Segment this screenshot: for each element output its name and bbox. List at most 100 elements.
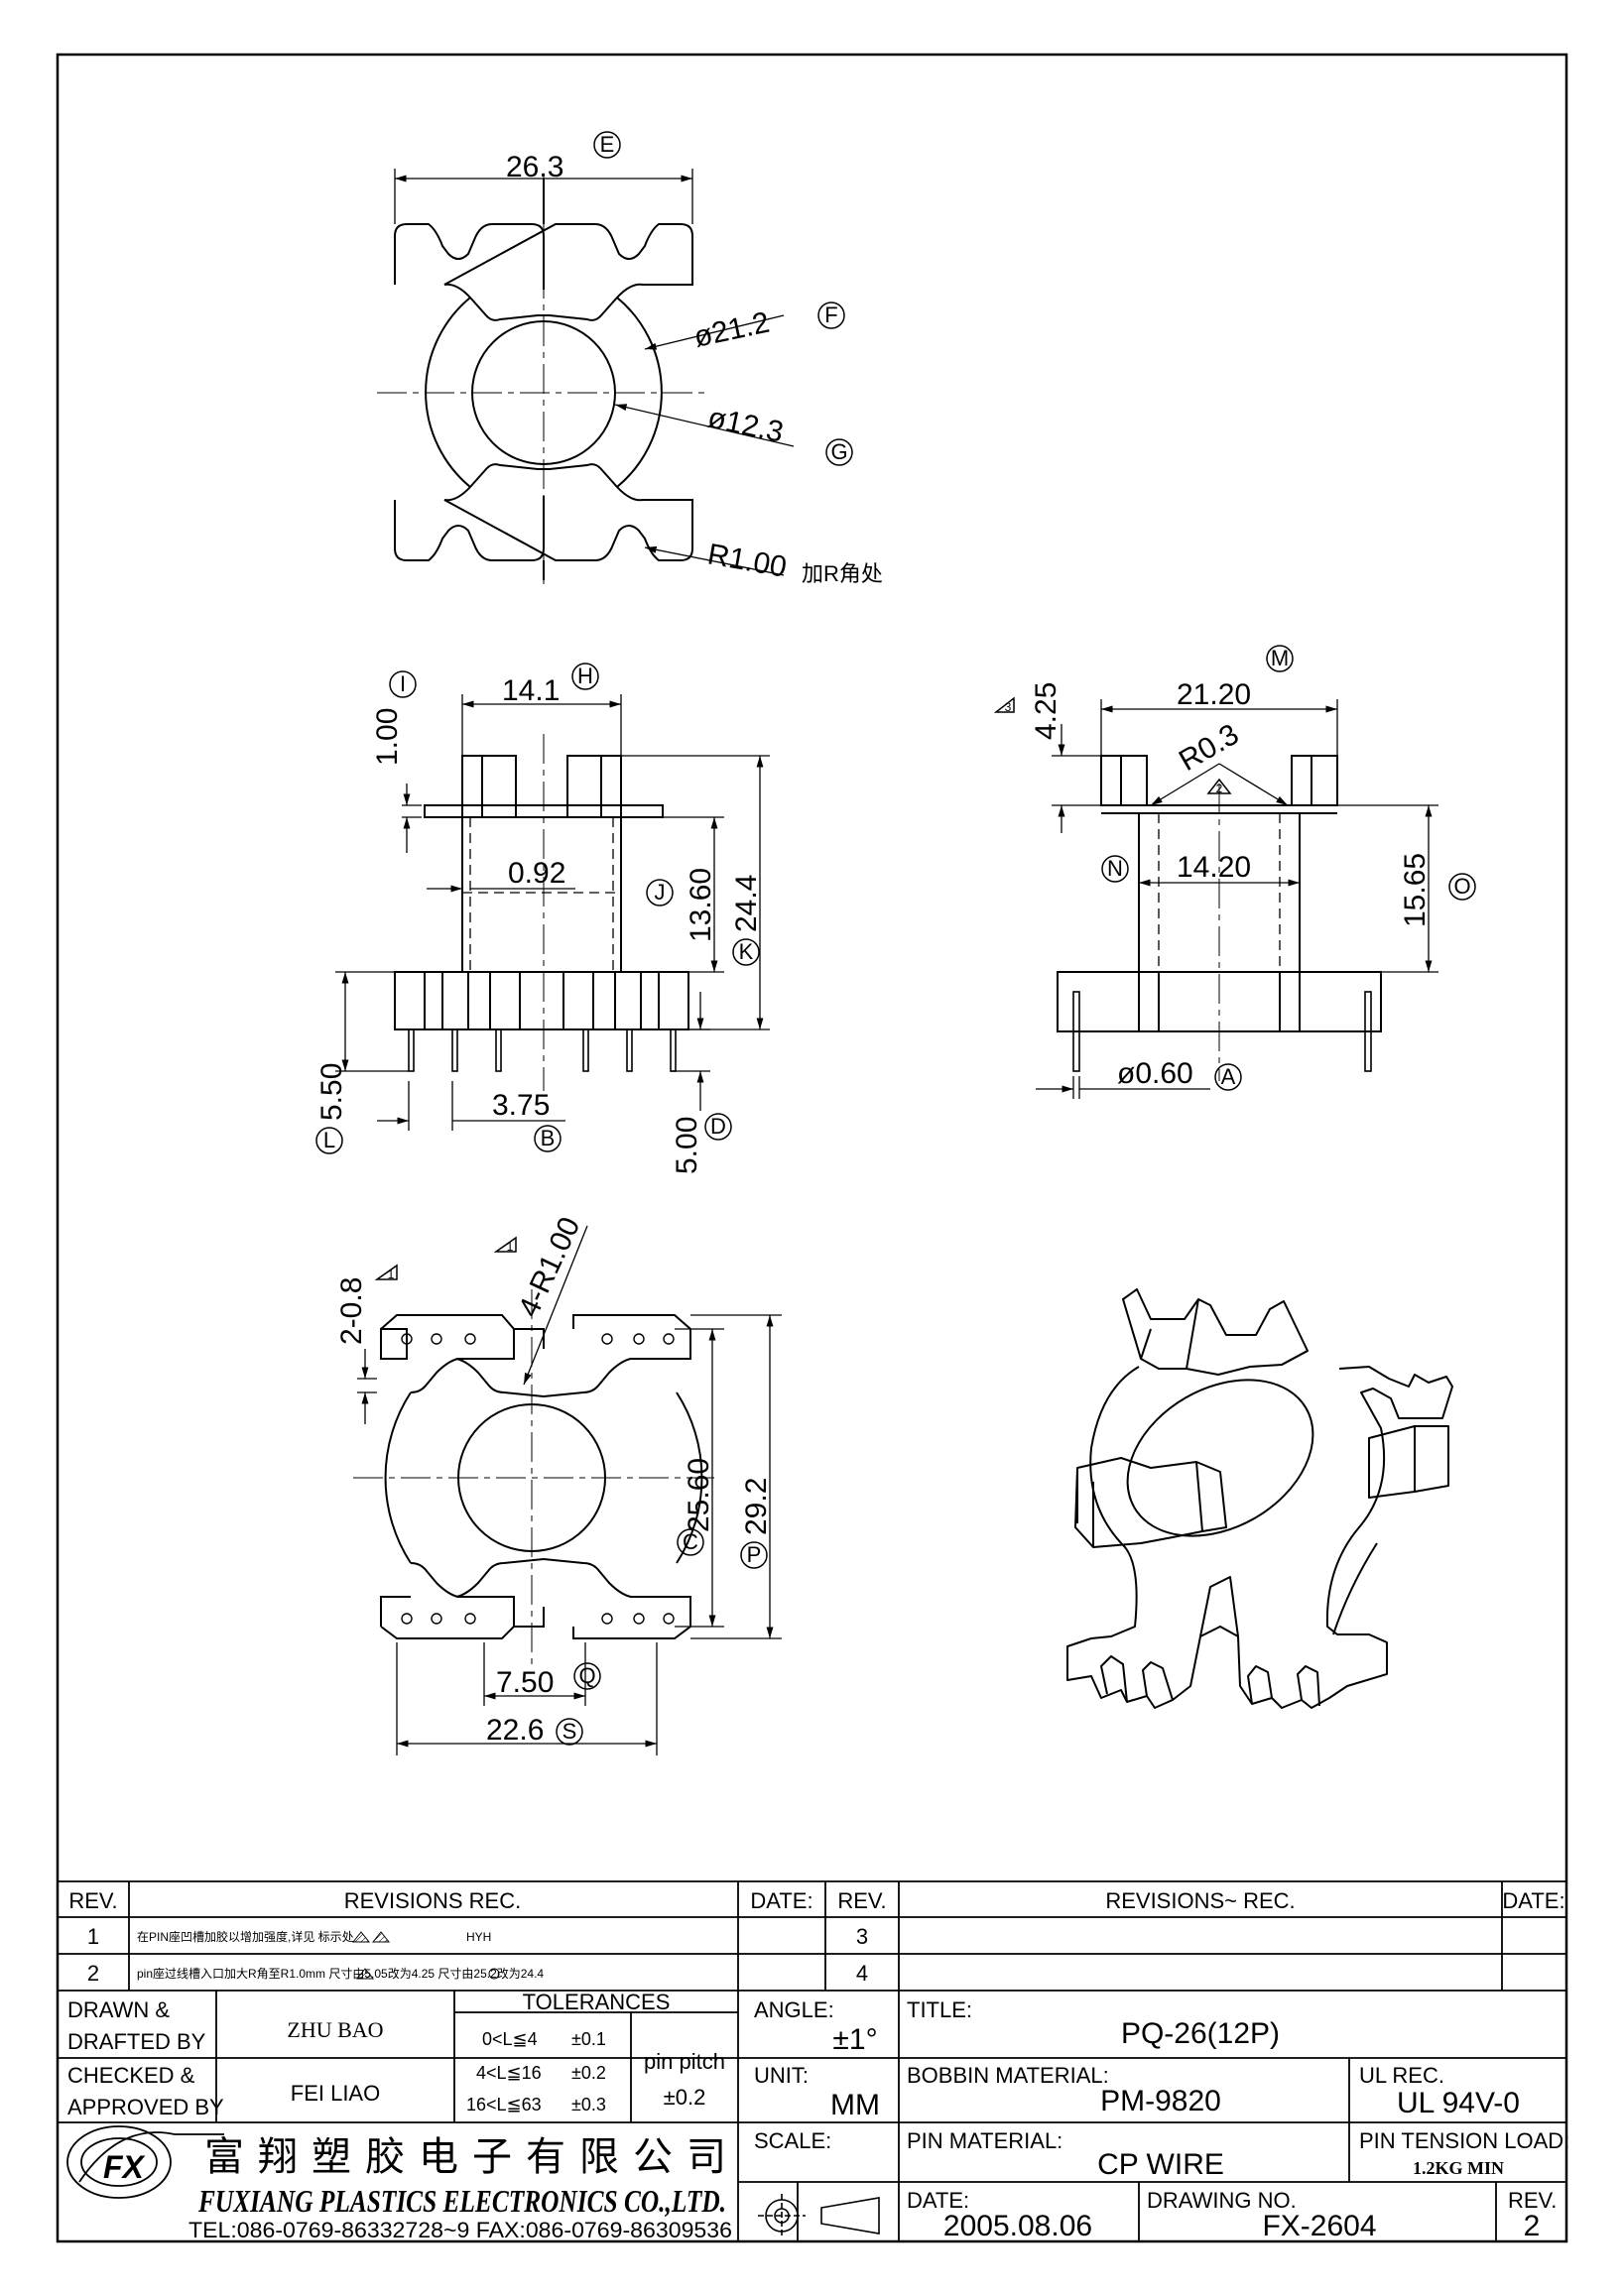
winding-h-dim: 13.60	[685, 868, 717, 942]
tol-value-2: ±0.2	[571, 2063, 606, 2083]
pin-pitch-tol: ±0.2	[664, 2085, 706, 2110]
ref-j-label: J	[655, 880, 666, 905]
outer-dia-dim: ø21.2	[691, 306, 773, 354]
rev-row-1-extra: HYH	[466, 1930, 491, 1944]
ref-n-label: N	[1107, 856, 1123, 881]
drawing-border	[56, 53, 1568, 2243]
bottom-view	[380, 1314, 703, 1639]
tol-value-1: ±0.1	[571, 2029, 606, 2049]
checked-by: FEI LIAO	[291, 2081, 380, 2106]
ref-l-label: L	[323, 1128, 335, 1152]
ref-i-label: I	[400, 671, 406, 696]
ref-d-label: D	[710, 1114, 726, 1139]
bottom-radius-dim: 4-R1.00	[512, 1212, 586, 1322]
ref-o-label: O	[1453, 874, 1470, 899]
bottom-rev-mark: 1	[388, 1268, 395, 1281]
top-radius-dim: R1.00	[705, 538, 790, 583]
unit-value: MM	[830, 2089, 880, 2121]
angle-value: ±1°	[832, 2023, 877, 2056]
side-rev-mark-flange: 3	[1005, 700, 1012, 714]
side-top-width-dim: 21.20	[1177, 678, 1251, 711]
ref-k-label: K	[739, 939, 754, 964]
top-view-dims	[394, 169, 795, 576]
logo-text: FX	[103, 2149, 146, 2185]
tol-range-2: 4<L≦16	[476, 2063, 542, 2083]
side-radius-dim: R0.3	[1174, 718, 1244, 778]
tol-range-1: 0<L≦4	[482, 2029, 538, 2049]
slot-dim: 2-0.8	[335, 1277, 368, 1345]
projection-symbol-icon	[758, 2194, 880, 2237]
ref-q-label: Q	[578, 1663, 595, 1688]
side-view-dims	[1036, 699, 1438, 1099]
flange-h-dim: 4.25	[1030, 682, 1062, 740]
wall-dim: 0.92	[508, 857, 565, 890]
pin-pitch-dim: 3.75	[492, 1089, 550, 1122]
outer-h-dim: 29.2	[740, 1478, 773, 1535]
unit-label: UNIT:	[754, 2063, 809, 2088]
drawn-by: ZHU BAO	[287, 2017, 383, 2042]
front-view-hidden	[462, 817, 621, 972]
ref-f-label: F	[824, 302, 837, 327]
bobbin-label: BOBBIN MATERIAL:	[907, 2063, 1109, 2088]
ref-c-label: C	[683, 1529, 698, 1554]
side-rev-mark: 2	[1216, 782, 1223, 795]
top-view-centerlines	[377, 174, 710, 585]
revisions-header: REVISIONS REC.	[344, 1888, 521, 1913]
rev-row-3-num: 3	[856, 1924, 868, 1949]
date-value: 2005.08.06	[943, 2210, 1092, 2242]
radius-note: 加R角处	[802, 561, 883, 586]
ref-h-label: H	[577, 664, 593, 688]
rev-row-1-text: 在PIN座凹槽加胶以增加强度,详见 标示处	[137, 1929, 354, 1944]
rev-row-2-num: 2	[87, 1961, 99, 1986]
bottom-view-dims	[357, 1225, 782, 1755]
ref-s-label: S	[562, 1719, 577, 1744]
revisions2-header: REVISIONS~ REC.	[1105, 1888, 1295, 1913]
title-value: PQ-26(12P)	[1121, 2017, 1280, 2050]
side-height-dim: 15.65	[1399, 853, 1432, 927]
drawing-no-value: FX-2604	[1262, 2210, 1376, 2242]
ref-a-label: A	[1221, 1064, 1236, 1089]
tension-value: 1.2KG MIN	[1413, 2158, 1504, 2178]
checked-label-2: APPROVED BY	[67, 2095, 224, 2119]
ref-m-label: M	[1271, 646, 1289, 670]
rev-header: REV.	[68, 1888, 117, 1913]
inner-width-dim: 14.20	[1177, 851, 1251, 884]
date-header: DATE:	[750, 1888, 812, 1913]
drawing-no-label: DRAWING NO.	[1147, 2188, 1297, 2213]
rev-row-4-num: 4	[856, 1961, 868, 1986]
pin-mat-label: PIN MATERIAL:	[907, 2128, 1062, 2153]
company-en: FUXIANG PLASTICS ELECTRONICS CO.,LTD.	[197, 2183, 726, 2219]
ul-label: UL REC.	[1359, 2063, 1444, 2088]
pin-pitch-label: pin pitch	[644, 2049, 725, 2074]
front-top-width-dim: 14.1	[502, 674, 560, 707]
date-label: DATE:	[907, 2188, 969, 2213]
height-dim: 24.4	[730, 875, 763, 932]
flange-thk-dim: 1.00	[371, 708, 404, 766]
inner-dia-dim: ø12.3	[705, 402, 787, 449]
date2-header: DATE:	[1502, 1888, 1564, 1913]
pin-mat-value: CP WIRE	[1097, 2148, 1224, 2181]
bobbin-value: PM-9820	[1100, 2085, 1221, 2117]
drawn-label-1: DRAWN &	[67, 1997, 170, 2022]
pin-dia-dim: ø0.60	[1117, 1057, 1193, 1090]
top-width-dim: 26.3	[506, 151, 563, 183]
ref-e-label: E	[600, 132, 615, 157]
pin-h-dim: 5.00	[671, 1117, 703, 1174]
tension-label: PIN TENSION LOAD:	[1359, 2128, 1569, 2153]
front-view-dims	[335, 694, 770, 1131]
pin-len-dim: 5.50	[315, 1063, 348, 1121]
isometric-view	[1066, 1288, 1453, 1709]
rev2-header: REV.	[837, 1888, 886, 1913]
front-view	[394, 755, 689, 1072]
ul-value: UL 94V-0	[1397, 2087, 1520, 2119]
bottom-width-dim: 22.6	[486, 1714, 544, 1747]
company-contact: TEL:086-0769-86332728~9 FAX:086-0769-863…	[188, 2218, 732, 2242]
company-logo-icon: FX	[66, 2125, 224, 2199]
bottom-rev-mark-radius: 1	[507, 1240, 514, 1254]
rev-value: 2	[1524, 2210, 1541, 2242]
drawn-label-2: DRAFTED BY	[67, 2029, 206, 2054]
title-label: TITLE:	[907, 1997, 972, 2022]
tol-range-3: 16<L≦63	[466, 2095, 542, 2115]
rev-label: REV.	[1508, 2188, 1557, 2213]
